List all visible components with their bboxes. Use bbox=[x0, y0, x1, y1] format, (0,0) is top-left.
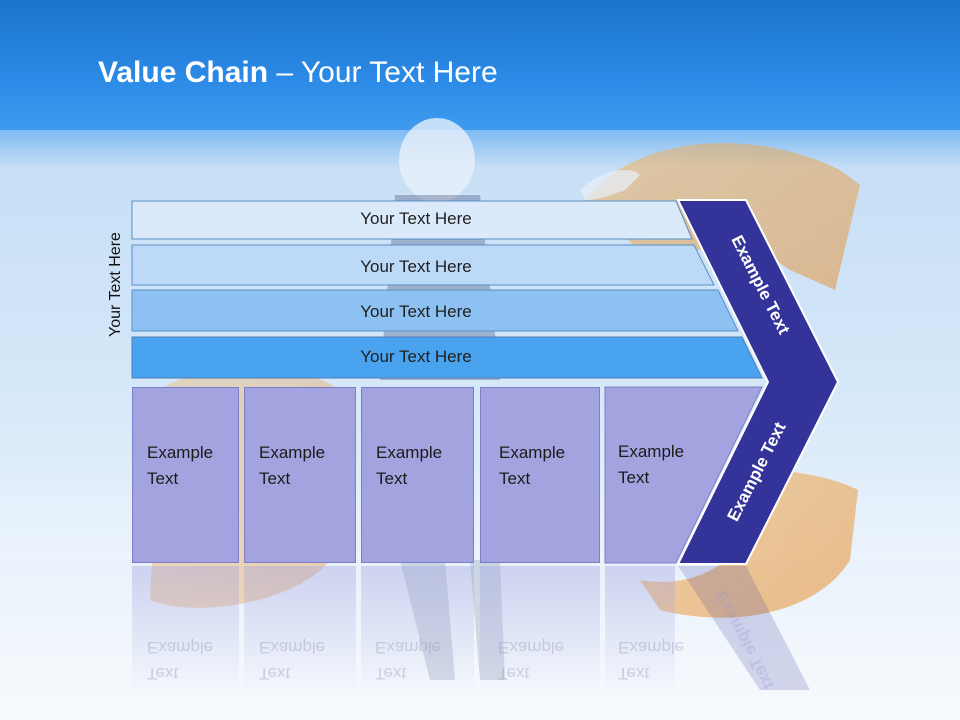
primary-activity-1-text: Example Text bbox=[147, 440, 242, 492]
primary-activity-3-line1: Example bbox=[376, 443, 443, 462]
primary-activity-3-text: Example Text bbox=[376, 440, 471, 492]
support-bar-4[interactable] bbox=[131, 336, 763, 379]
primary-activity-5[interactable] bbox=[604, 386, 763, 564]
primary-activity-4[interactable]: Example Text bbox=[480, 387, 600, 563]
slide-title: Value Chain – Your Text Here bbox=[98, 56, 498, 90]
support-bar-label-1: Your Text Here bbox=[360, 209, 472, 228]
margin-arrow[interactable] bbox=[676, 199, 840, 565]
primary-activity-5-text: Example Text bbox=[618, 439, 713, 491]
primary-reflection-text-2-line2: Text bbox=[259, 664, 291, 683]
title-bold: Value Chain bbox=[98, 56, 269, 89]
primary-reflection-text-1: Text Example bbox=[147, 634, 213, 686]
primary-activity-4-line2: Text bbox=[499, 469, 531, 488]
primary-reflection-3 bbox=[361, 566, 474, 696]
primary-reflection-text-3-line2: Text bbox=[375, 664, 407, 683]
margin-arrow-reflection bbox=[678, 566, 810, 690]
title-rest: – Your Text Here bbox=[268, 56, 498, 89]
primary-reflection-text-3-line1: Example bbox=[375, 638, 442, 657]
primary-reflection-1 bbox=[132, 566, 239, 696]
primary-reflection-text-5-line2: Text bbox=[618, 664, 650, 683]
primary-activity-1-line1: Example bbox=[147, 443, 214, 462]
primary-reflection-text-5-line1: Example bbox=[618, 638, 685, 657]
primary-activity-2-text: Example Text bbox=[259, 440, 354, 492]
primary-activity-2-line1: Example bbox=[259, 443, 326, 462]
primary-activity-1-line2: Text bbox=[147, 469, 179, 488]
primary-activity-4-line1: Example bbox=[499, 443, 566, 462]
primary-reflection-5 bbox=[605, 566, 675, 696]
primary-activity-3-line2: Text bbox=[376, 469, 408, 488]
primary-reflection-text-5: Text Example bbox=[618, 634, 684, 686]
header-band bbox=[0, 0, 960, 130]
primary-activity-3[interactable]: Example Text bbox=[361, 387, 474, 563]
primary-activity-2-line2: Text bbox=[259, 469, 291, 488]
support-bar-label-4: Your Text Here bbox=[360, 347, 472, 366]
primary-reflection-text-4-line2: Text bbox=[498, 664, 530, 683]
primary-reflection-text-4: Text Example bbox=[498, 634, 564, 686]
primary-activity-1[interactable]: Example Text bbox=[132, 387, 239, 563]
support-bar-2[interactable] bbox=[131, 244, 715, 286]
support-bar-3[interactable] bbox=[131, 289, 739, 332]
primary-activity-2[interactable]: Example Text bbox=[244, 387, 356, 563]
primary-activity-4-text: Example Text bbox=[499, 440, 594, 492]
primary-reflection-text-3: Text Example bbox=[375, 634, 441, 686]
support-bar-1[interactable] bbox=[131, 200, 693, 240]
support-bar-label-2: Your Text Here bbox=[360, 257, 472, 276]
primary-reflection-2 bbox=[244, 566, 356, 696]
primary-reflection-text-2-line1: Example bbox=[259, 638, 326, 657]
primary-reflection-text-2: Text Example bbox=[259, 634, 325, 686]
primary-reflection-text-1-line2: Text bbox=[147, 664, 179, 683]
primary-reflection-text-1-line1: Example bbox=[147, 638, 214, 657]
primary-activity-5-line1: Example bbox=[618, 442, 685, 461]
primary-reflection-4 bbox=[480, 566, 600, 696]
primary-activity-5-line2: Text bbox=[618, 468, 650, 487]
primary-reflection-text-4-line1: Example bbox=[498, 638, 565, 657]
support-bar-label-3: Your Text Here bbox=[360, 302, 472, 321]
